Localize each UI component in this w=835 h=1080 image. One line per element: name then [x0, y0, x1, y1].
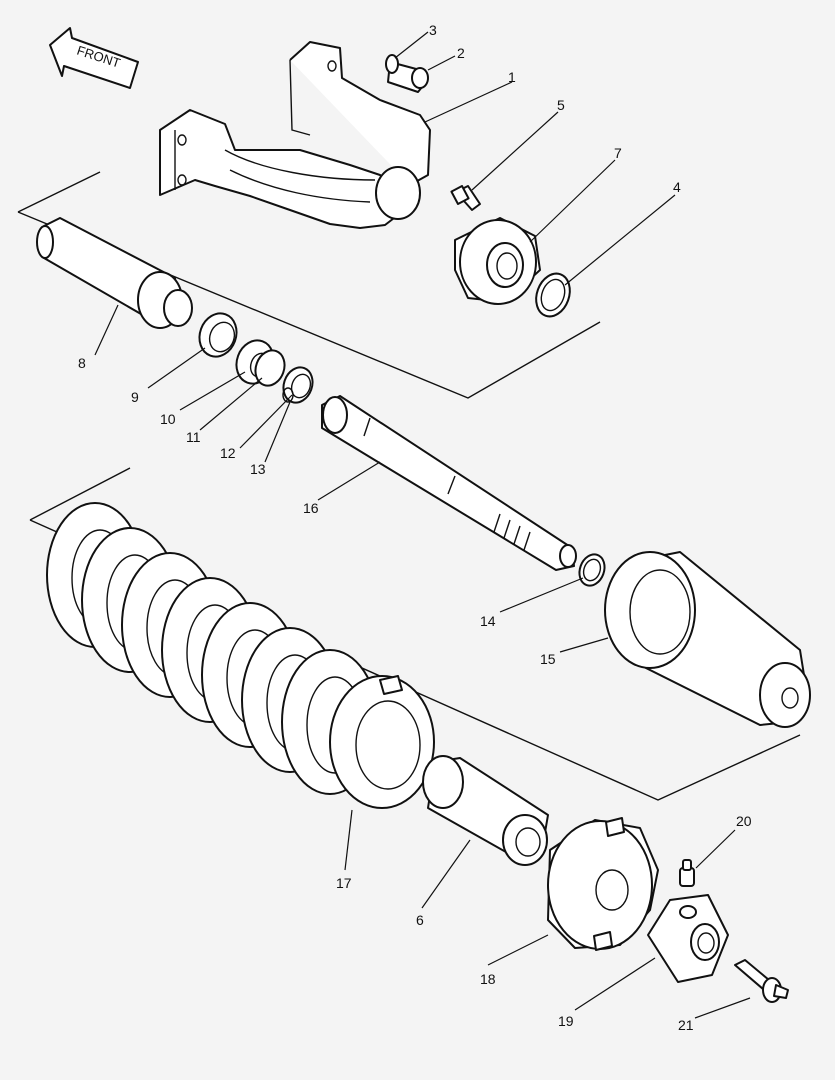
flange: [454, 217, 541, 305]
small-bolt: [450, 185, 481, 211]
callout-11: 11: [186, 429, 201, 445]
callout-labels: 1 2 3 4 5 6 7 8 9 10 11 12 13 14 15 16 1…: [78, 22, 752, 1033]
o-ring-4: [535, 272, 571, 318]
callout-2: 2: [457, 45, 465, 61]
callout-19: 19: [558, 1013, 574, 1029]
callout-7: 7: [614, 145, 622, 161]
callout-18: 18: [480, 971, 496, 987]
seal-9: [198, 312, 238, 358]
callout-3: 3: [429, 22, 437, 38]
hex-body: [647, 894, 729, 983]
cylinder-15: [604, 551, 811, 728]
piston-rod: [321, 395, 577, 571]
cylinder-tube: [36, 217, 193, 329]
callout-1: 1: [508, 69, 516, 85]
callout-21: 21: [678, 1017, 694, 1033]
callout-5: 5: [557, 97, 565, 113]
yoke-bracket: [159, 41, 431, 229]
ring-11: [254, 349, 286, 387]
callout-4: 4: [673, 179, 681, 195]
snap-ring-13: [282, 387, 294, 403]
cap-plate: [547, 817, 659, 951]
callout-9: 9: [131, 389, 139, 405]
callout-6: 6: [416, 912, 424, 928]
lock-washer: [385, 54, 399, 74]
callout-13: 13: [250, 461, 266, 477]
callout-10: 10: [160, 411, 176, 427]
bolt: [387, 61, 429, 93]
callout-14: 14: [480, 613, 496, 629]
callout-12: 12: [220, 445, 236, 461]
callout-20: 20: [736, 813, 752, 829]
front-arrow: FRONT: [49, 27, 139, 89]
callout-16: 16: [303, 500, 319, 516]
seal-12: [282, 366, 314, 404]
coil-spring: [46, 502, 435, 809]
leader-lines: [94, 31, 751, 1019]
callout-15: 15: [540, 651, 556, 667]
callout-8: 8: [78, 355, 86, 371]
o-ring-14: [578, 553, 606, 587]
grease-fitting: [679, 859, 695, 887]
sleeve: [422, 755, 549, 866]
relief-valve: [734, 959, 789, 1003]
callout-17: 17: [336, 875, 352, 891]
